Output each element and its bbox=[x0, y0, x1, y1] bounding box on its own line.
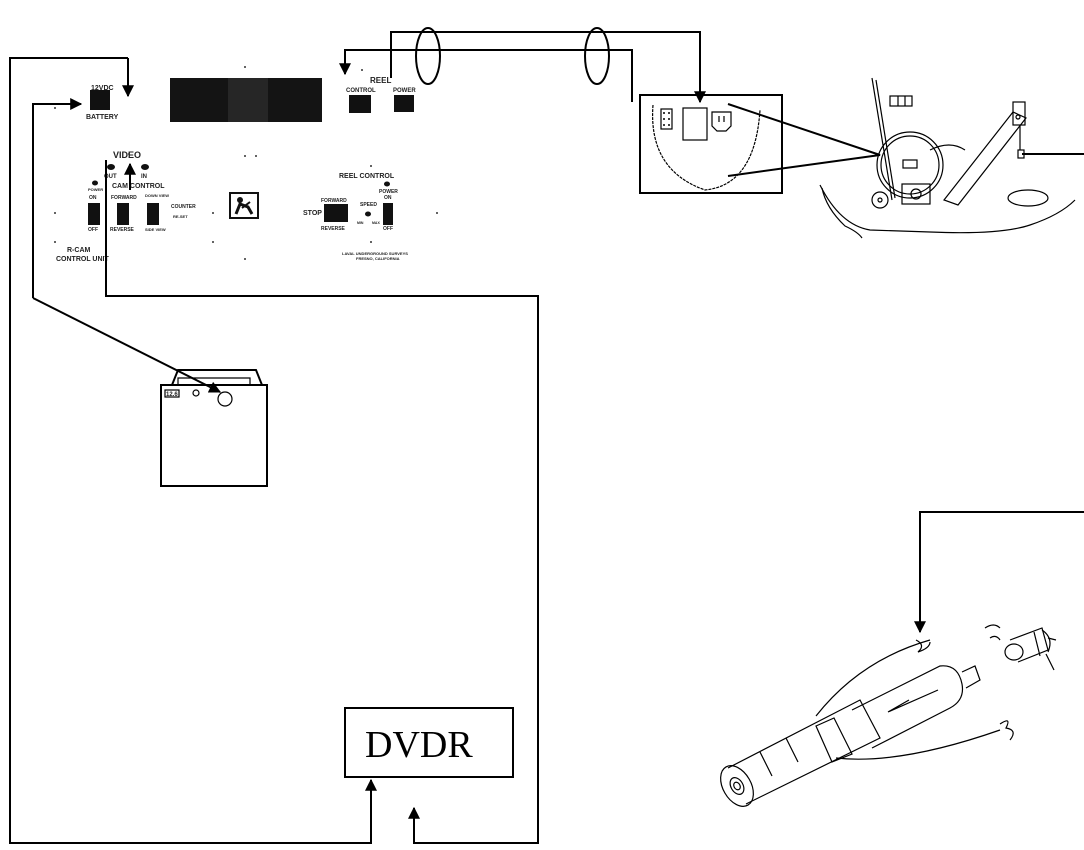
reel-on-label: ON bbox=[384, 195, 392, 201]
battery-pack: 12.6 bbox=[160, 369, 268, 487]
battery-switch[interactable] bbox=[90, 90, 110, 110]
reel-control-label: CONTROL bbox=[346, 88, 376, 94]
power-indicator bbox=[92, 180, 98, 186]
panel-screws bbox=[54, 66, 438, 260]
reel-power-indicator bbox=[384, 181, 390, 187]
video-label: VIDEO bbox=[113, 150, 141, 160]
reel-direction-switch[interactable] bbox=[324, 204, 348, 222]
power-indicator-label: POWER bbox=[88, 187, 103, 192]
unit-name-label-2: CONTROL UNIT bbox=[56, 256, 109, 263]
speed-knob[interactable] bbox=[365, 211, 371, 217]
cam-control-label: CAM CONTROL bbox=[112, 183, 165, 190]
reel-junction-box bbox=[639, 94, 881, 194]
speed-label: SPEED bbox=[360, 202, 377, 208]
reel-forward-label: FORWARD bbox=[321, 198, 347, 204]
dvdr-label: DVDR bbox=[365, 724, 473, 766]
battery-jack bbox=[192, 389, 200, 397]
control-panel: 12VDC BATTERY REEL CONTROL POWER VIDEO O… bbox=[54, 66, 438, 263]
cam-reverse-label: REVERSE bbox=[110, 227, 135, 233]
battery-gauge bbox=[217, 391, 233, 407]
battery-pack-cable bbox=[32, 98, 83, 298]
video-in-label: IN bbox=[141, 174, 147, 180]
stop-label: STOP bbox=[303, 210, 322, 217]
cam-on-label: ON bbox=[89, 195, 97, 201]
camera-cable bbox=[914, 511, 1084, 634]
reel-reverse-label: REVERSE bbox=[321, 226, 346, 232]
manufacturer-logo-icon bbox=[229, 192, 259, 219]
reel-off-label: OFF bbox=[383, 226, 393, 232]
reel-label: REEL bbox=[370, 76, 391, 85]
counter-reset-label: RE-SET bbox=[173, 214, 188, 219]
reel-power-cable bbox=[390, 31, 706, 104]
camera-probe bbox=[720, 511, 1084, 807]
battery-voltage-label: 12VDC bbox=[91, 85, 114, 92]
reel-power-connector[interactable] bbox=[394, 95, 414, 112]
speed-min-label: MIN bbox=[357, 221, 364, 225]
down-view-label: DOWN VIEW bbox=[145, 193, 169, 198]
video-out-label: OUT bbox=[104, 174, 117, 180]
cable-tie-left bbox=[415, 27, 441, 85]
video-out-jack[interactable] bbox=[107, 164, 115, 170]
cam-power-toggle[interactable] bbox=[88, 203, 100, 225]
reel-control-cable bbox=[339, 49, 633, 102]
unit-name-label: R-CAM bbox=[67, 247, 90, 254]
cable-tie-right bbox=[584, 27, 610, 85]
reel-power-toggle[interactable] bbox=[383, 203, 393, 225]
cam-forward-label: FORWARD bbox=[111, 195, 137, 201]
cable-reel bbox=[819, 77, 1084, 239]
speed-max-label: MAX bbox=[372, 221, 380, 225]
cam-direction-toggle[interactable] bbox=[117, 203, 129, 225]
cam-off-label: OFF bbox=[88, 227, 98, 233]
reel-power-label: POWER bbox=[393, 88, 416, 94]
reel-power-indicator-label: POWER bbox=[379, 189, 398, 195]
reel-control-connector[interactable] bbox=[349, 95, 371, 113]
cable-runs bbox=[9, 27, 706, 844]
battery-label: BATTERY bbox=[86, 114, 119, 121]
counter-label: COUNTER bbox=[171, 204, 196, 210]
maker-name-label: LAVAL UNDERGROUND SURVEYS bbox=[342, 251, 408, 256]
video-in-jack[interactable] bbox=[141, 164, 149, 170]
reel-control-title: REEL CONTROL bbox=[339, 173, 395, 180]
battery-pack-label: 12.6 bbox=[166, 392, 178, 398]
side-view-label: SIDE VIEW bbox=[145, 227, 166, 232]
view-toggle[interactable] bbox=[147, 203, 159, 225]
video-cable bbox=[105, 160, 539, 844]
dvdr-recorder: DVDR bbox=[344, 707, 514, 778]
maker-city-label: FRESNO, CALIFORNIA bbox=[356, 256, 400, 261]
